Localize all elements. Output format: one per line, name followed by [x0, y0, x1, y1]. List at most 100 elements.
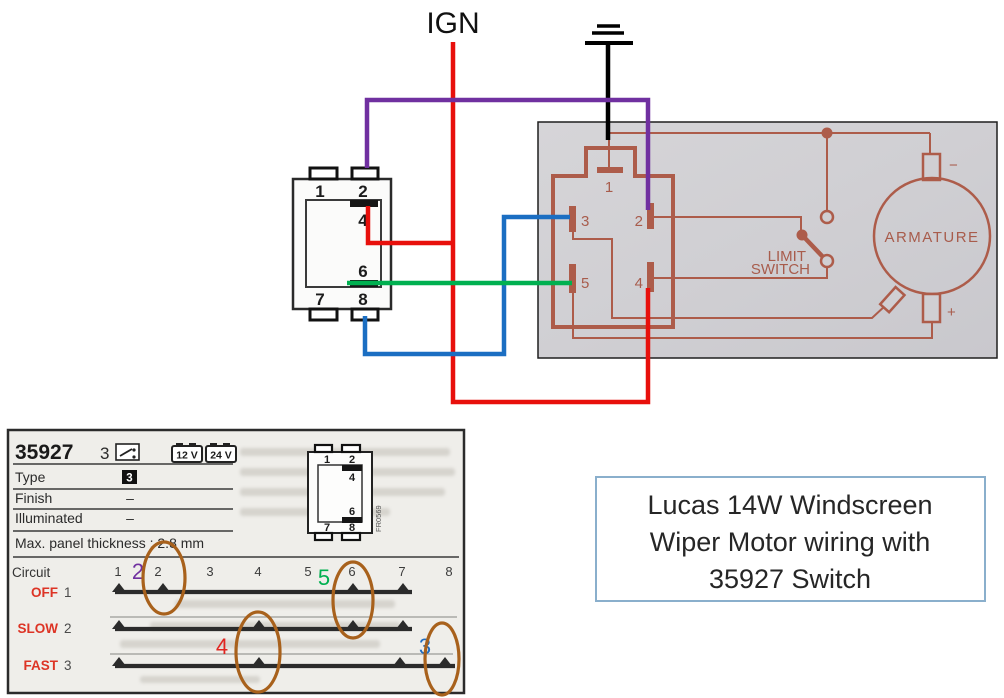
armature-minus-label: − [949, 157, 958, 174]
ds-pin1-label: 1 [324, 454, 330, 466]
switch-pin6-label: 6 [358, 262, 367, 281]
pin-column-3: 3 [206, 564, 213, 579]
highlight-ellipse-off-pin2 [141, 540, 187, 616]
motor-pin2-trace [654, 216, 802, 231]
row-off-position: 1 [64, 585, 72, 600]
pin2-wire-purple [364, 97, 651, 210]
part-number: 35927 [15, 441, 73, 464]
switch-pin4-bar [350, 200, 378, 207]
caption-line-3: 35927 Switch [709, 564, 871, 594]
datasheet-panel: 35927 3 12 V 24 V Type 3 Finish – Il [6, 428, 466, 697]
ds-tab [313, 443, 334, 454]
annotation-pin4: 4 [216, 634, 228, 659]
caption-border [595, 476, 986, 602]
circuit-header: Circuit [12, 565, 51, 580]
row-fast-position: 3 [64, 658, 72, 673]
pin4-wire-red [365, 206, 455, 246]
contact-triangle-slow-1 [112, 620, 126, 629]
pin-column-7: 7 [398, 564, 405, 579]
motor-pin1-label: 1 [605, 179, 613, 196]
pin-column-2: 2 [154, 564, 161, 579]
contact-triangle-fast-8 [438, 657, 452, 666]
switch-pin7-label: 7 [315, 290, 324, 309]
pin-column-8: 8 [445, 564, 452, 579]
highlight-ellipse-pin4 [234, 610, 282, 694]
switch-symbol-icon [115, 443, 140, 461]
highlight-ellipse-pin6 [331, 560, 375, 640]
ign-label: IGN [426, 7, 479, 40]
annotation-pin6: 5 [318, 565, 330, 590]
motor-connector-outline [551, 146, 675, 329]
ds-tab [340, 443, 362, 454]
ds-pin2-label: 2 [349, 454, 355, 466]
motor-scan-image: 1 3 2 5 4 LIMIT SWITCH − ARMATURE [537, 121, 998, 359]
armature-label: ARMATURE [884, 229, 979, 246]
limit-switch-label-line2: SWITCH [751, 261, 810, 278]
annotation-pin2: 2 [132, 559, 144, 584]
datasheet-connector-diagram: 1 2 4 6 7 8 FR0569 [307, 443, 383, 542]
row-slow-label: SLOW [18, 621, 59, 636]
ds-tab [313, 531, 334, 542]
battery-12v-icon: 12 V [171, 443, 203, 463]
motor-pin5-label: 5 [581, 275, 589, 292]
spec-type-label: Type [15, 469, 46, 485]
ds-tab [340, 531, 362, 542]
ds-pin7-label: 7 [324, 522, 330, 534]
pin-column-1: 1 [114, 564, 121, 579]
limit-switch-label-line1: LIMIT [768, 248, 806, 265]
armature-minus-terminal [921, 152, 942, 182]
ignition-wire-red [450, 42, 651, 405]
spec-type-value: 3 [126, 473, 132, 485]
contact-triangle-slow-7 [396, 620, 410, 629]
motor-pin2-bar [647, 203, 654, 229]
armature-plus-terminal [921, 292, 942, 324]
switch-pin2-label: 2 [358, 182, 367, 201]
contact-triangle-off-7 [396, 583, 410, 592]
limit-switch-fixed-contact [819, 209, 835, 225]
contact-triangle-fast-4 [252, 657, 266, 666]
pin-column-5: 5 [304, 564, 311, 579]
ground-symbol [585, 24, 633, 45]
motor-pin3-bar [569, 206, 576, 232]
switch-tab-bottom-left [308, 307, 339, 322]
caption-line-2: Wiper Motor wiring with [650, 527, 931, 557]
contact-triangle-slow-4 [252, 620, 266, 629]
spec-illuminated-value: – [126, 510, 134, 526]
motor-pin1-bar [597, 167, 623, 173]
contact-triangle-fast-1 [112, 657, 126, 666]
limit-switch-moving-contact [819, 253, 835, 269]
row-slow-position: 2 [64, 621, 72, 636]
ds-connector-inner [317, 464, 363, 523]
switch-tab-top-left [308, 166, 339, 181]
motor-pin4-label: 4 [635, 275, 643, 292]
ds-pin8-label: 8 [349, 522, 355, 534]
motor-pin3-trace [572, 232, 887, 319]
row-off-label: OFF [31, 585, 58, 600]
row-fast-label: FAST [23, 658, 58, 673]
limit-switch-lever [800, 233, 825, 259]
pin-column-6: 6 [348, 564, 355, 579]
motor-pin4-trace [654, 268, 828, 279]
armature-brush [878, 285, 907, 314]
motor-pin5-trace [572, 293, 933, 339]
contact-triangle-off-1 [112, 583, 126, 592]
contact-triangle-fast-7 [393, 657, 407, 666]
battery-24v-icon: 24 V [205, 443, 237, 463]
spec-illuminated-label: Illuminated [15, 510, 83, 526]
battery-12v-label: 12 V [176, 450, 198, 462]
ds-pin4-label: 4 [349, 472, 356, 484]
motor-pin3-label: 3 [581, 213, 589, 230]
motor-pin4-bar [647, 262, 654, 292]
spec-finish-value: – [126, 490, 134, 506]
switch-pin8-label: 8 [358, 290, 367, 309]
spec-type-value-box [122, 470, 137, 484]
battery-24v-label: 24 V [210, 450, 232, 462]
figure-code: FR0569 [374, 505, 383, 532]
motor-pin5-bar [569, 264, 576, 293]
switch-pin4-label: 4 [358, 211, 368, 230]
caption-line-1: Lucas 14W Windscreen [647, 490, 932, 520]
circuit-table: Circuit 1 2 3 4 5 6 7 8 OFF 1 SLOW 2 [12, 540, 461, 697]
pole-count: 3 [100, 444, 109, 463]
